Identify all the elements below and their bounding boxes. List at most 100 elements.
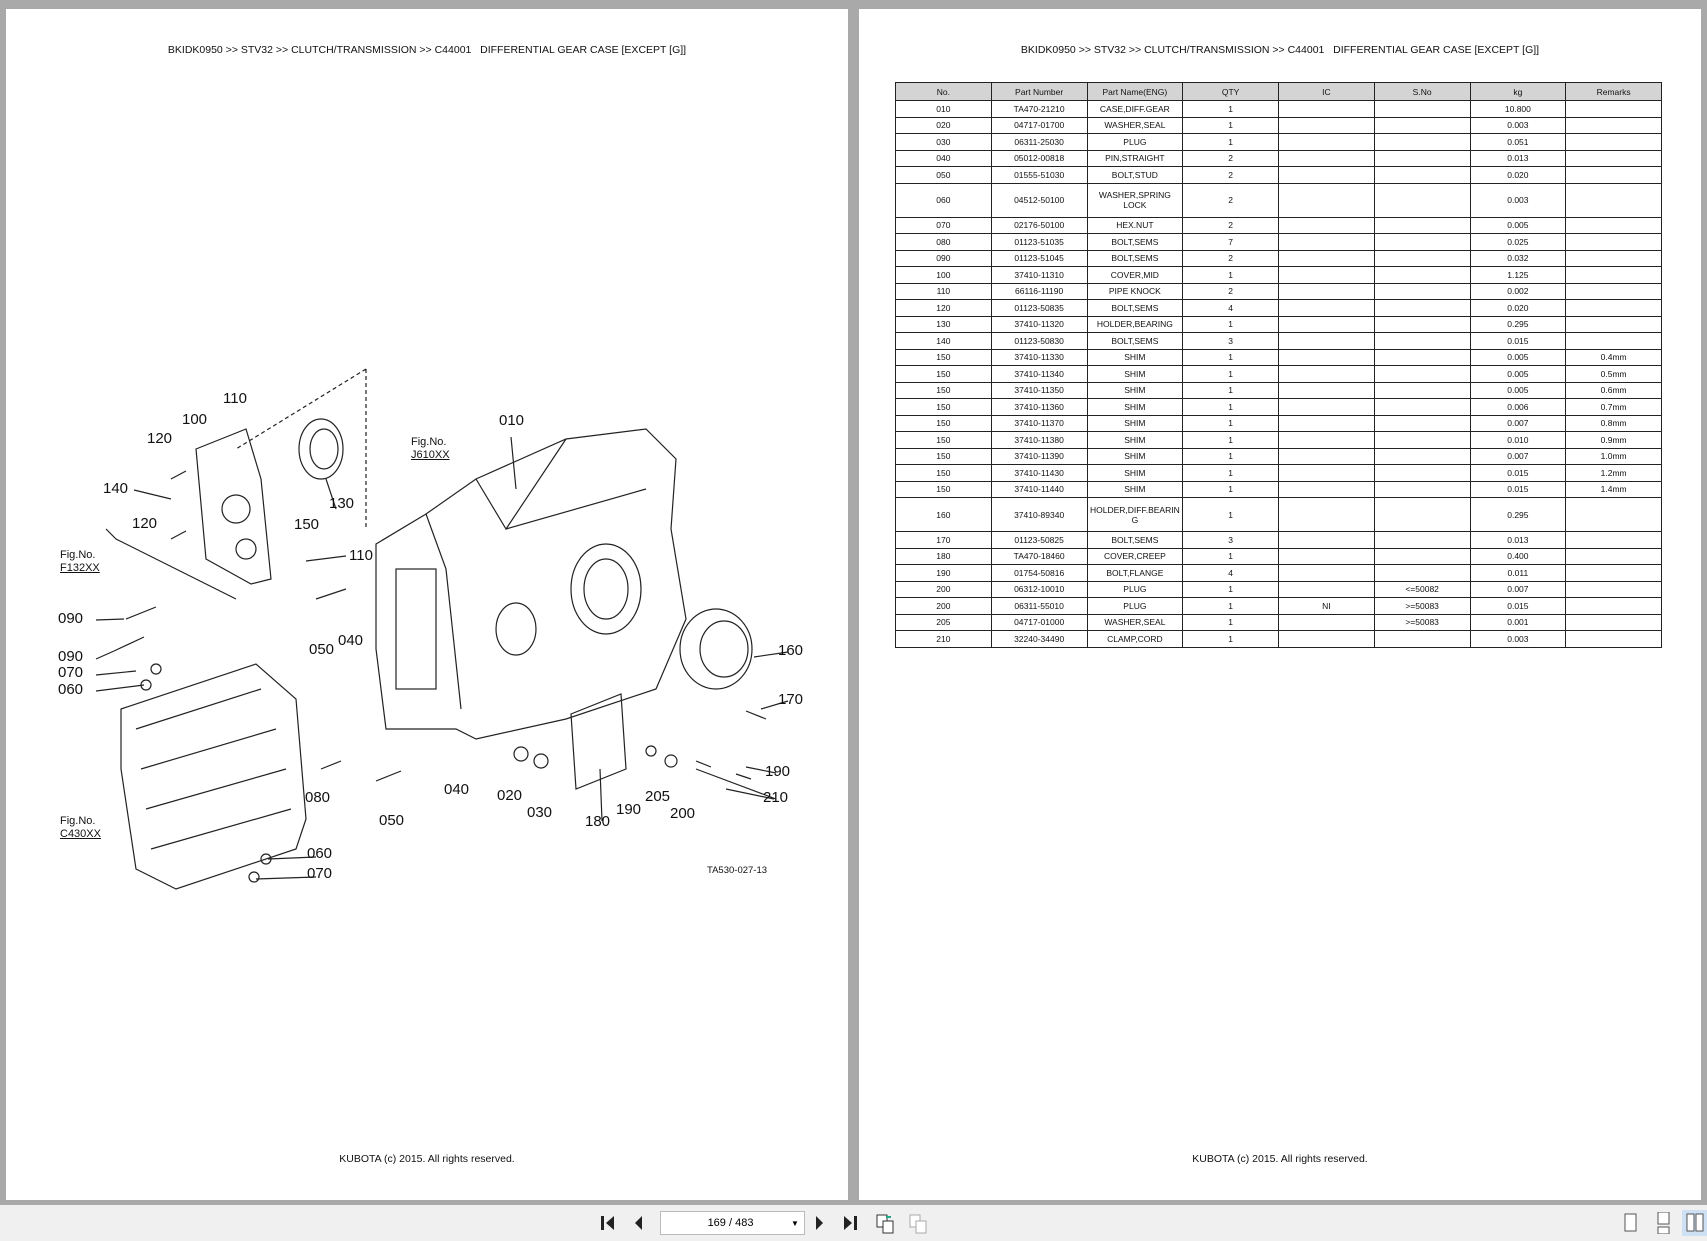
table-cell: 1	[1182, 480, 1279, 498]
table-cell: 2	[1182, 216, 1279, 234]
table-cell: 0.5mm	[1565, 365, 1662, 383]
table-cell: 040	[895, 149, 992, 167]
table-cell: 1.0mm	[1565, 447, 1662, 465]
table-cell	[1278, 332, 1375, 350]
callout-050: 050	[309, 641, 335, 658]
table-cell: 120	[895, 299, 992, 317]
table-cell	[1565, 332, 1662, 350]
table-cell: BOLT,SEMS	[1086, 249, 1184, 267]
column-header: kg	[1469, 82, 1567, 101]
page-header: BKIDK0950 >> STV32 >> CLUTCH/TRANSMISSIO…	[167, 44, 687, 56]
table-cell: PLUG	[1086, 580, 1184, 598]
table-cell: 1	[1182, 630, 1279, 648]
table-cell	[1565, 564, 1662, 582]
callout-130: 130	[329, 495, 355, 512]
column-header: S.No	[1373, 82, 1471, 101]
table-cell: SHIM	[1086, 365, 1184, 383]
table-cell	[1278, 149, 1375, 167]
right-page: BKIDK0950 >> STV32 >> CLUTCH/TRANSMISSIO…	[859, 9, 1701, 1200]
table-cell: 0.295	[1469, 315, 1567, 333]
table-cell	[1373, 233, 1471, 251]
table-cell: >=50083	[1373, 613, 1471, 631]
prev-page-button[interactable]	[632, 1213, 644, 1233]
table-cell: 3	[1182, 332, 1279, 350]
table-cell: 04717-01000	[990, 613, 1088, 631]
table-cell: 2	[1182, 149, 1279, 167]
callout-030: 030	[527, 804, 553, 821]
table-cell: 1.125	[1469, 266, 1567, 284]
table-cell: 1	[1182, 398, 1279, 416]
table-cell: COVER,CREEP	[1086, 547, 1184, 565]
callout-100: 100	[182, 411, 208, 428]
table-cell	[1373, 116, 1471, 134]
table-cell: SHIM	[1086, 348, 1184, 366]
fig-ref-f132xx[interactable]: Fig.No.F132XX	[60, 549, 100, 575]
table-cell	[1278, 233, 1375, 251]
table-cell: PLUG	[1086, 133, 1184, 151]
first-page-button[interactable]	[600, 1213, 616, 1233]
chevron-down-icon[interactable]: ▼	[791, 1218, 799, 1228]
table-cell: 1	[1182, 431, 1279, 449]
table-cell	[1278, 249, 1375, 267]
table-cell	[1278, 580, 1375, 598]
last-page-button[interactable]	[842, 1213, 858, 1233]
fig-ref-c430xx[interactable]: Fig.No.C430XX	[60, 815, 101, 841]
table-cell: 0.9mm	[1565, 431, 1662, 449]
table-cell: 0.007	[1469, 580, 1567, 598]
table-cell: 1	[1182, 348, 1279, 366]
table-cell: 1	[1182, 547, 1279, 565]
table-cell: SHIM	[1086, 431, 1184, 449]
table-cell: 06312-10010	[990, 580, 1088, 598]
table-cell	[1373, 547, 1471, 565]
table-cell: 1	[1182, 381, 1279, 399]
table-cell: 210	[895, 630, 992, 648]
table-cell	[1373, 182, 1471, 218]
table-cell: 3	[1182, 531, 1279, 549]
column-header: Remarks	[1565, 82, 1662, 101]
next-page-button[interactable]	[814, 1213, 826, 1233]
table-cell: BOLT,STUD	[1086, 166, 1184, 184]
table-cell: 0.005	[1469, 216, 1567, 234]
callout-020: 020	[497, 787, 523, 804]
sync-right-button[interactable]	[908, 1213, 930, 1234]
callout-070: 070	[307, 865, 333, 882]
table-cell	[1565, 266, 1662, 284]
table-cell: PIPE KNOCK	[1086, 282, 1184, 300]
callout-120: 120	[132, 515, 158, 532]
table-cell: 37410-11350	[990, 381, 1088, 399]
table-cell: SHIM	[1086, 464, 1184, 482]
table-cell: SHIM	[1086, 398, 1184, 416]
table-cell: 1	[1182, 100, 1279, 118]
table-cell	[1278, 116, 1375, 134]
table-cell: >=50083	[1373, 597, 1471, 615]
page-number-input[interactable]: 169 / 483▼	[660, 1211, 805, 1235]
table-cell: 37410-11310	[990, 266, 1088, 284]
table-cell	[1565, 233, 1662, 251]
sync-left-button[interactable]	[875, 1213, 897, 1234]
table-cell: 1	[1182, 613, 1279, 631]
table-cell	[1565, 116, 1662, 134]
callout-040: 040	[338, 632, 364, 649]
two-page-view-button[interactable]	[1682, 1210, 1707, 1236]
continuous-view-button[interactable]	[1656, 1212, 1672, 1234]
table-cell: 06311-55010	[990, 597, 1088, 615]
fig-ref-j610xx[interactable]: Fig.No.J610XX	[411, 436, 450, 462]
table-cell: 110	[895, 282, 992, 300]
table-cell	[1278, 431, 1375, 449]
table-cell	[1278, 133, 1375, 151]
table-cell	[1373, 398, 1471, 416]
table-cell: 37410-11340	[990, 365, 1088, 383]
single-page-view-button[interactable]	[1624, 1213, 1638, 1233]
table-cell: 10.800	[1469, 100, 1567, 118]
